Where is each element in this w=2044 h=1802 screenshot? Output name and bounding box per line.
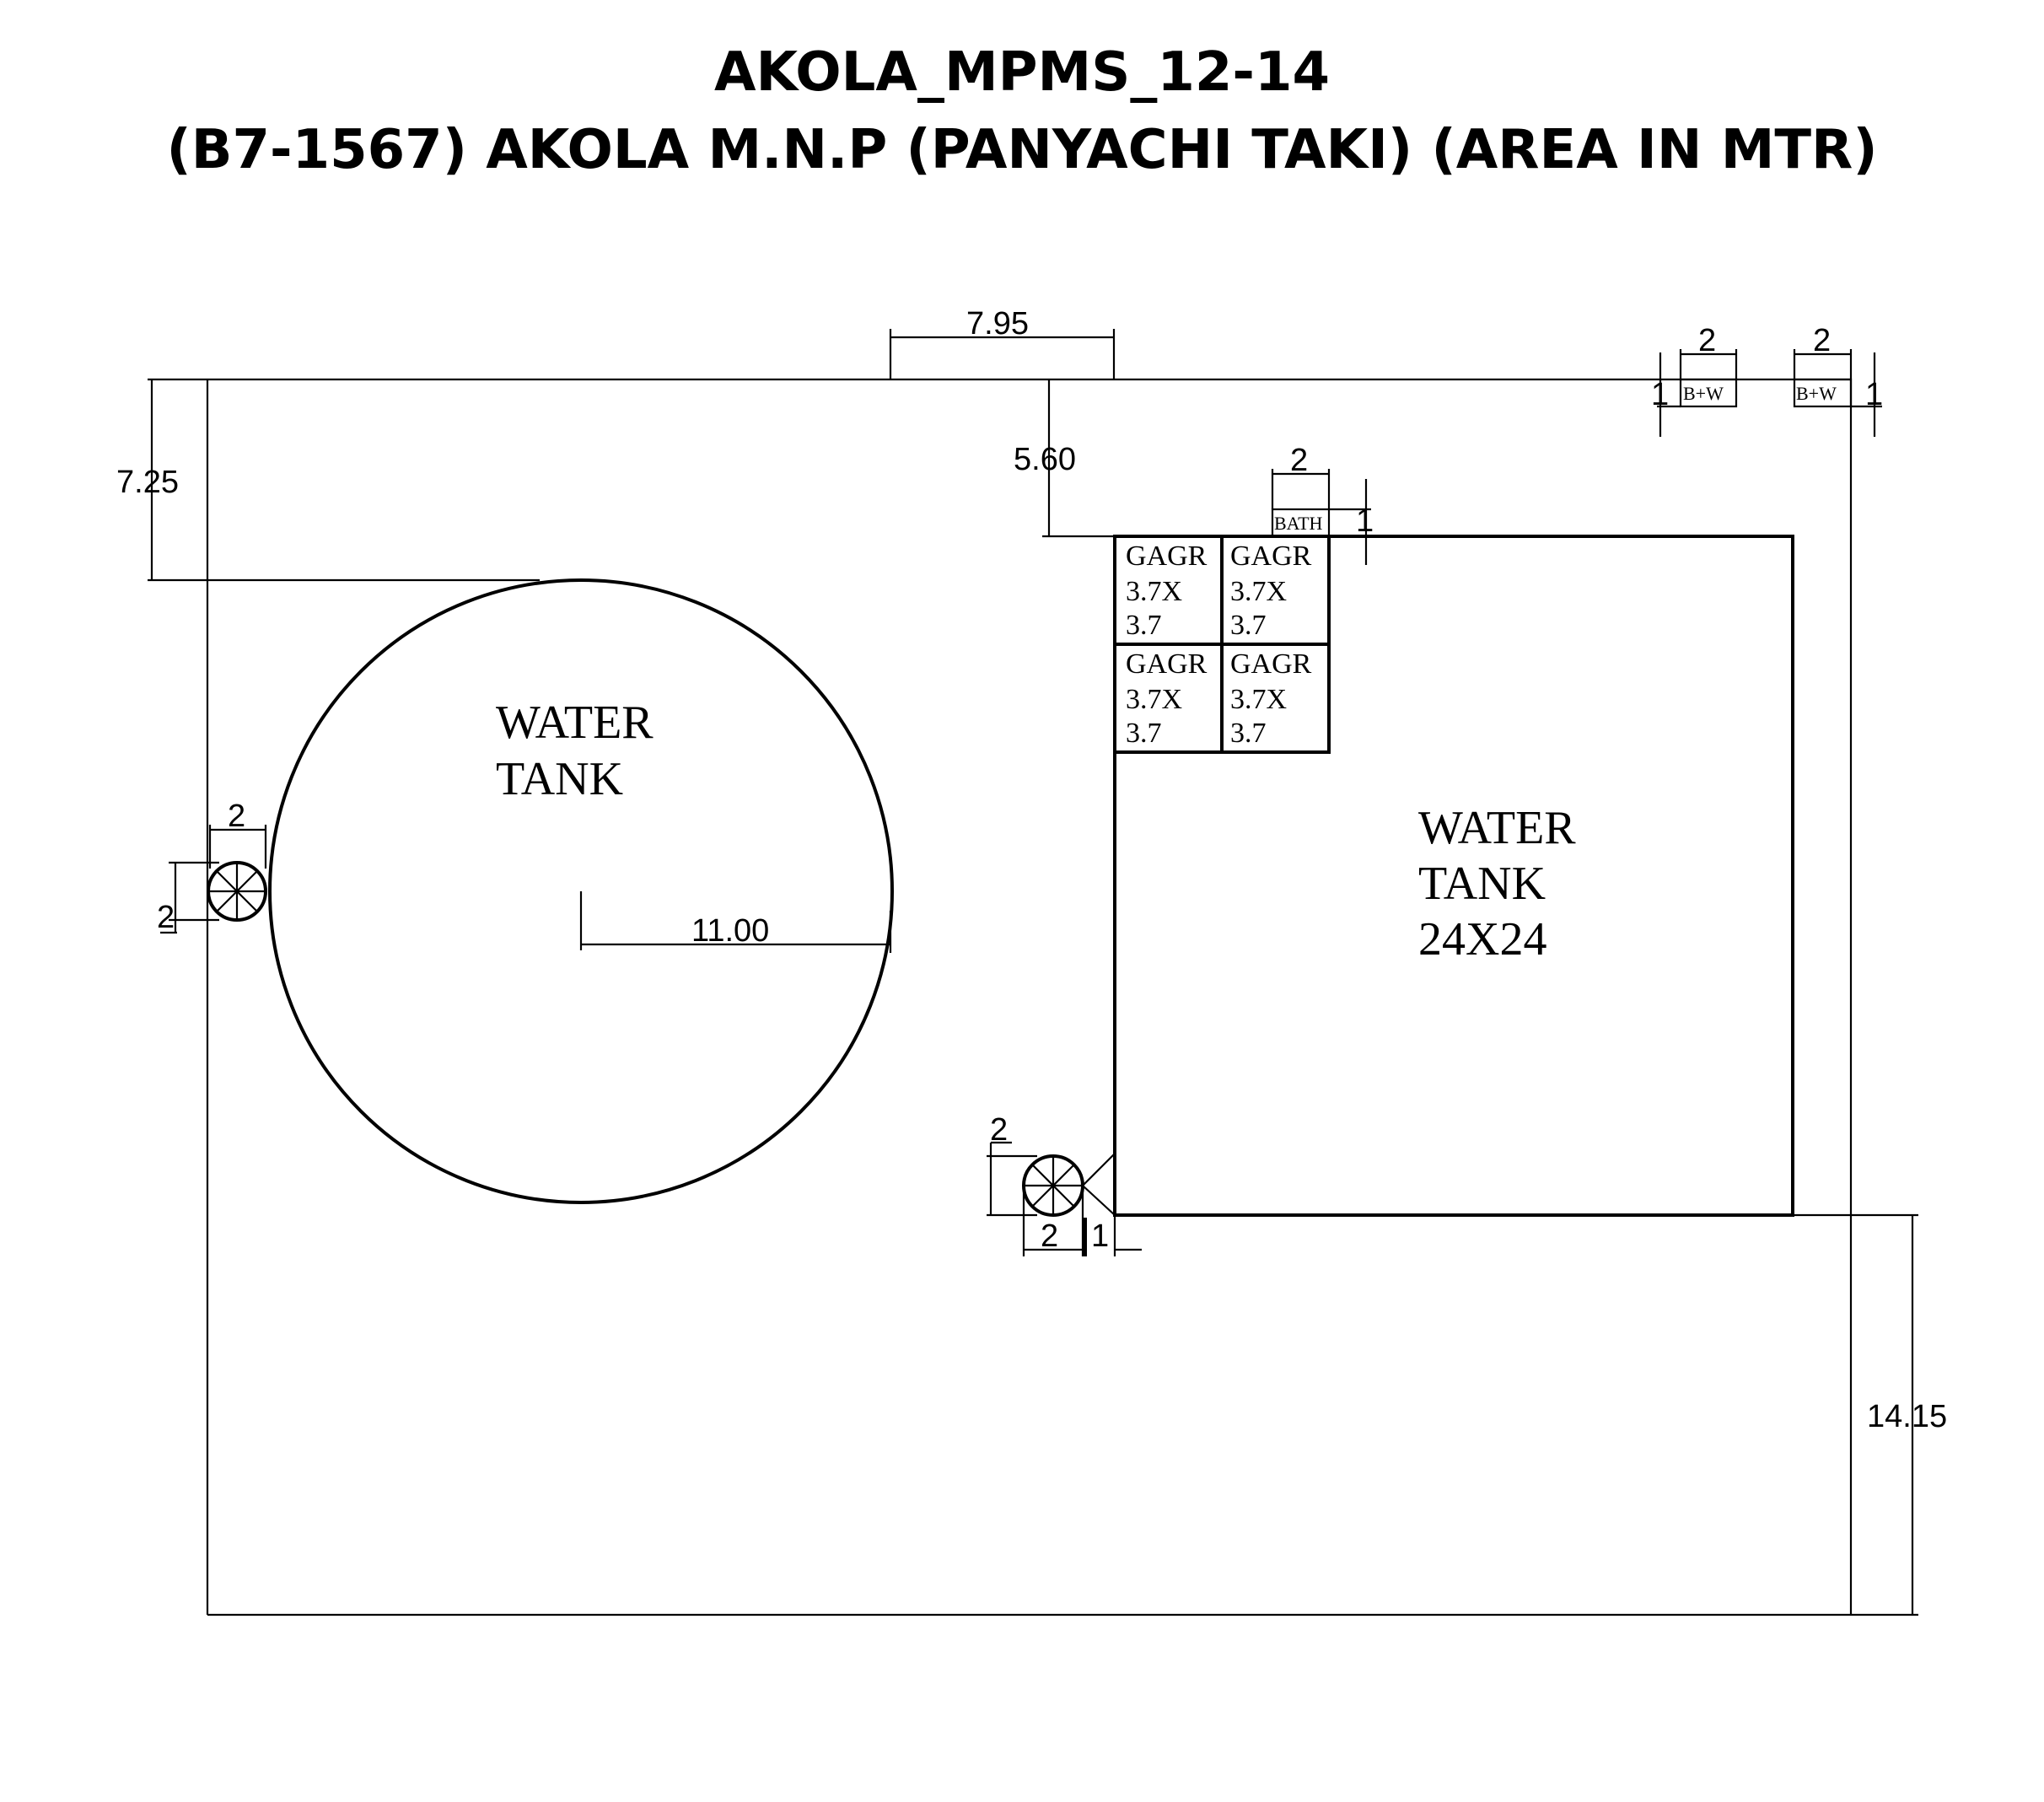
svg-text:3.7X: 3.7X [1126,576,1182,607]
title-line-1: AKOLA_MPMS_12-14 [713,41,1331,104]
gagr-room-3: GAGR 3.7X 3.7 [1126,648,1208,749]
svg-text:3.7: 3.7 [1230,718,1267,749]
square-tank-label-3: 24X24 [1418,913,1546,966]
drawing-title: AKOLA_MPMS_12-14 (B7-1567) AKOLA M.N.P (… [0,34,2044,189]
dim-label-5-60: 5.60 [1014,442,1076,477]
valve-left-height-dim: 2 [157,900,175,935]
bath-height-dim: 1 [1356,503,1374,539]
svg-text:GAGR: GAGR [1126,648,1208,680]
bath-width-dim: 2 [1290,443,1308,478]
bw-label-1: B+W [1683,383,1724,404]
bath-label: BATH [1274,513,1323,534]
valve-mid-height-dim: 2 [990,1112,1008,1148]
square-water-tank: WATER TANK 24X24 [1113,535,1794,1217]
bw-width-dim-1: 2 [1698,323,1716,358]
dim-label-14-15: 14.15 [1867,1399,1947,1434]
svg-text:3.7X: 3.7X [1230,576,1287,607]
svg-text:3.7: 3.7 [1230,610,1267,641]
dimension-7-95: 7.95 [889,306,1116,379]
valve-mid-gap-dim: 1 [1091,1218,1109,1254]
bath-box: BATH 2 1 [1271,443,1374,565]
gagr-rooms: GAGR 3.7X 3.7 GAGR 3.7X 3.7 GAGR 3.7X 3.… [1113,535,1331,754]
dim-label-7-95: 7.95 [966,306,1029,342]
dim-label-7-25: 7.25 [116,465,179,500]
gagr-room-4: GAGR 3.7X 3.7 [1230,648,1312,749]
dimension-14-15: 14.15 [1793,1213,1947,1615]
dimension-7-25: 7.25 [116,378,540,582]
svg-text:GAGR: GAGR [1230,648,1312,680]
valve-left-icon: 2 2 [157,799,267,935]
title-line-2: (B7-1567) AKOLA M.N.P (PANYACHI TAKI) (A… [166,119,1878,181]
svg-text:GAGR: GAGR [1126,541,1208,572]
bw-height-dim-2: 1 [1865,377,1883,412]
svg-text:3.7X: 3.7X [1126,684,1182,715]
circle-water-tank: WATER TANK 11.00 [268,578,894,1204]
svg-text:GAGR: GAGR [1230,541,1312,572]
radius-dimension: 11.00 [691,913,769,949]
svg-text:3.7: 3.7 [1126,610,1162,641]
bw-height-dim-1: 1 [1651,377,1669,412]
bw-box-2: B+W 2 1 [1793,323,1883,437]
gagr-room-1: GAGR 3.7X 3.7 [1126,541,1208,641]
gagr-room-2: GAGR 3.7X 3.7 [1230,541,1312,641]
bw-box-1: B+W 2 1 [1651,323,1738,437]
circle-tank-label-2: TANK [496,753,623,805]
circle-tank-label-1: WATER [496,697,654,749]
plot-boundary [206,378,1918,1616]
valve-mid-icon: 2 2 1 [987,1112,1142,1256]
bw-label-2: B+W [1796,383,1837,404]
bw-width-dim-2: 2 [1813,323,1831,358]
square-tank-label-1: WATER [1418,802,1576,854]
svg-text:3.7: 3.7 [1126,718,1162,749]
svg-text:3.7X: 3.7X [1230,684,1287,715]
dimension-5-60: 5.60 [1014,379,1115,538]
valve-left-width-dim: 2 [228,799,245,834]
valve-mid-width-dim: 2 [1041,1218,1058,1254]
square-tank-label-2: TANK [1418,858,1546,910]
